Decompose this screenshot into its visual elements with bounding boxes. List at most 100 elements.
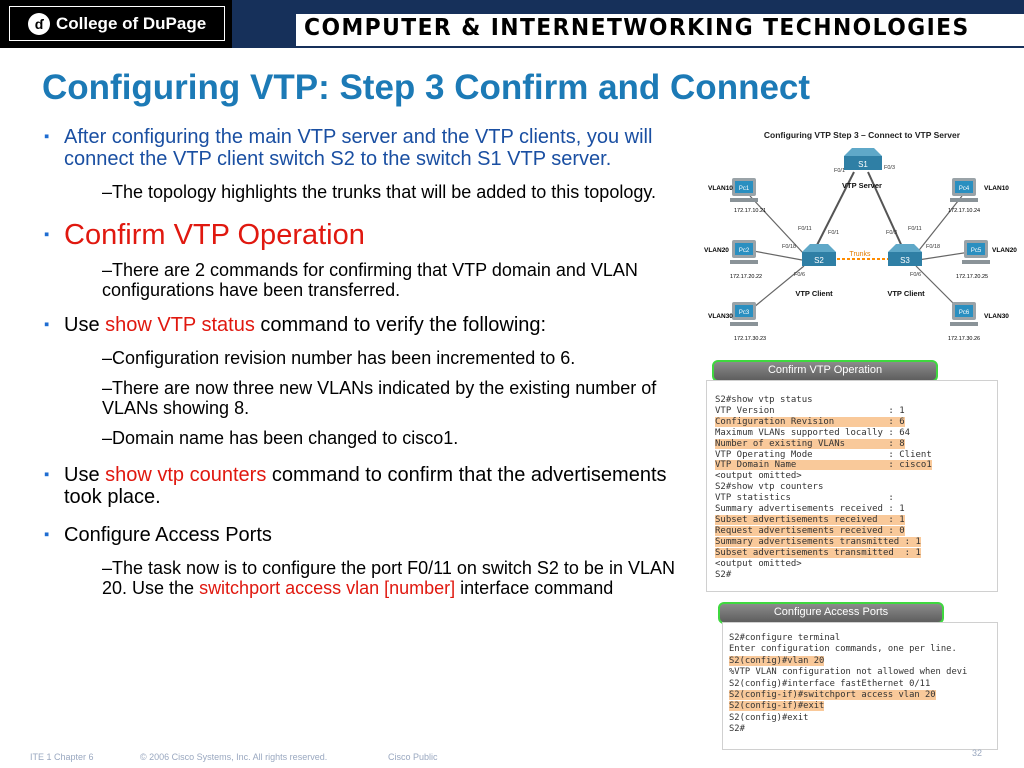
pc2-ip: 172.17.20.22 [730,274,762,280]
cli-text: S2# [715,569,732,580]
college-logo-icon: ɗ [28,12,50,35]
cli-text: Number of existing VLANs : 8 [715,438,905,449]
cli-text: VTP Operating Mode : Client [715,449,932,460]
logo-text: College of DuPage [56,13,207,33]
cli-text: <output omitted> [715,471,802,482]
topology-svg: Configuring VTP Step 3 – Connect to VTP … [704,130,1017,342]
bullet-5-sub-command: switchport access vlan [number] [199,578,456,598]
confirm-vtp-operation-tab[interactable]: Confirm VTP Operation [712,360,938,382]
port-s2-f018: F0/18 [782,244,796,250]
cli-line: S2# [715,570,932,581]
cli-text: VTP Domain Name : cisco1 [715,460,932,471]
cli-line: S2# [729,724,995,735]
pc1-icon: Pc1 [730,178,758,202]
pc2-vlan: VLAN20 [704,247,729,254]
link-pc5-s3 [917,251,971,261]
pc3-icon: Pc3 [730,302,758,326]
cli-line: S2(config-if)#switchport access vlan 20 [729,690,995,701]
switch-s3-label: S3 [900,256,910,265]
pc3-label: Pc3 [739,310,750,316]
cli-line: VTP Version : 1 [715,406,932,417]
bullet-3-sub-2: –There are now three new VLANs indicated… [44,378,702,418]
pc4-icon: Pc4 [950,178,978,202]
bullet-1: After configuring the main VTP server an… [44,126,689,170]
footer-classification: Cisco Public [388,752,438,762]
confirm-vtp-operation-label: Confirm VTP Operation [767,364,883,376]
header-bar: ɗ College of DuPage COMPUTER & INTERNETW… [0,0,1024,48]
switch-s2-icon: S2 [802,244,836,266]
header-band: COMPUTER & INTERNETWORKING TECHNOLOGIES [296,14,1024,46]
bullet-3-pre: Use [64,314,106,336]
bullet-3-post: command to verify the following: [254,314,547,336]
switch-s1-icon: S1 [844,148,882,170]
cli-line: S2(config)#interface fastEthernet 0/11 [729,679,995,690]
page-number: 32 [972,748,983,758]
cli-text: S2(config-if)#switchport access vlan 20 [729,690,936,701]
bullet-1-sub-text: –The topology highlights the trunks that… [102,182,657,202]
pc6-icon: Pc6 [950,302,978,326]
cli-text: <output omitted> [715,558,802,569]
cli-line: Number of existing VLANs : 8 [715,438,932,450]
cli-line: Enter configuration commands, one per li… [729,644,995,655]
cli-line: VTP Operating Mode : Client [715,450,932,461]
bullet-3: Use show VTP status command to verify th… [44,314,706,336]
link-pc4-s3 [915,195,963,255]
pc3-vlan: VLAN30 [708,313,733,320]
cli-text: S2#configure terminal [729,633,841,643]
pc2-icon: Pc2 [730,240,758,264]
bullet-4-command: show vtp counters [105,464,267,486]
cli-line: <output omitted> [715,559,932,570]
port-s3-f018: F0/18 [926,244,940,250]
cli-text: %VTP VLAN configuration not allowed when… [729,667,968,678]
port-s3-f06: F0/6 [910,272,921,278]
topology-title: Configuring VTP Step 3 – Connect to VTP … [764,130,961,140]
cli-line: S2(config-if)#exit [729,701,995,712]
cli-text: S2(config-if)#exit [729,701,825,712]
pc1-label: Pc1 [739,186,750,192]
port-s2-f01: F0/1 [828,230,839,236]
pc5-label: Pc5 [971,248,982,254]
switch-s1-label: S1 [858,160,868,169]
switch-s2-label: S2 [814,256,824,265]
cli-text: S2(config)#exit [729,712,809,723]
bullet-5: Configure Access Ports [44,524,706,546]
pc3-ip: 172.17.30.23 [734,336,766,342]
bullet-2-sub: –There are 2 commands for confirming tha… [44,260,682,300]
link-pc2-s2 [747,249,803,261]
slide-content: After configuring the main VTP server an… [44,126,706,598]
bullet-3-command: show VTP status [105,314,255,336]
footer-course: ITE 1 Chapter 6 [30,752,94,762]
bullet-4: Use show vtp counters command to confirm… [44,464,684,508]
bullet-5-sub-post: interface command [455,578,614,598]
vtp-server-label: VTP Server [842,181,882,190]
configure-access-ports-label: Configure Access Ports [773,606,889,618]
port-s2-f011: F0/11 [798,226,812,232]
pc6-vlan: VLAN30 [984,313,1009,320]
pc5-vlan: VLAN20 [992,247,1017,254]
logo-frame: ɗ College of DuPage [9,6,225,41]
bullet-4-post: command to confirm that the advertisemen… [64,464,667,508]
configure-access-ports-tab[interactable]: Configure Access Ports [718,602,944,624]
bullet-2-text: Confirm VTP Operation [64,219,365,251]
header-band-text: COMPUTER & INTERNETWORKING TECHNOLOGIES [304,15,970,41]
cli-line: VTP Domain Name : cisco1 [715,460,932,471]
switch-s3-icon: S3 [888,244,922,266]
pc1-ip: 172.17.10.21 [734,208,766,214]
cli-text: Subset advertisements transmitted : 1 [715,547,921,558]
cli-line: <output omitted> [715,471,932,482]
cli-text: S2(config)#vlan 20 [729,655,825,666]
cli-line: Subset advertisements transmitted : 1 [715,547,932,559]
topology-diagram: Configuring VTP Step 3 – Connect to VTP … [704,126,1020,348]
bullet-3-sub-1: –Configuration revision number has been … [44,348,712,368]
port-s3-f03: F0/3 [886,230,897,236]
cli-line: S2#show vtp counters [715,482,932,493]
vtp-client-s2-label: VTP Client [795,289,833,298]
pc4-ip: 172.17.10.24 [948,208,980,214]
bullet-3-sub-3: –Domain name has been changed to cisco1. [44,428,706,448]
cli-text: S2#show vtp counters [715,482,824,493]
cli-line: %VTP VLAN configuration not allowed when… [729,667,995,678]
bullet-1-text: After configuring the main VTP server an… [64,126,653,170]
cli-text: Enter configuration commands, one per li… [729,644,957,655]
pc5-icon: Pc5 [962,240,990,264]
